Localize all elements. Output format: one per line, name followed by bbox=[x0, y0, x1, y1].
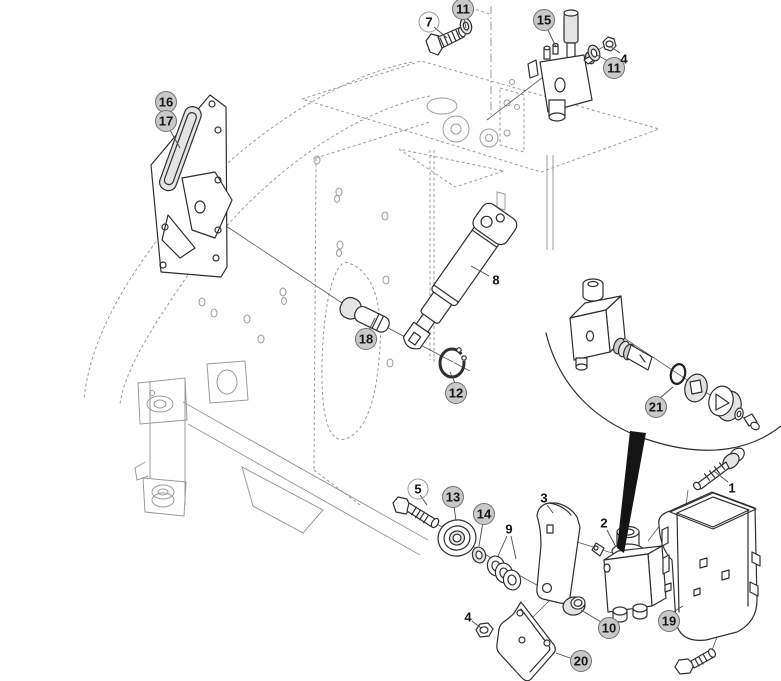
part-bracket-3 bbox=[536, 502, 581, 604]
part-bracket-20 bbox=[496, 601, 556, 681]
part-washer-14 bbox=[471, 546, 487, 564]
callout-11-top[interactable]: 11 bbox=[452, 0, 474, 20]
svg-text:1: 1 bbox=[728, 481, 735, 496]
part-bolt-6 bbox=[674, 648, 717, 675]
svg-text:19: 19 bbox=[662, 614, 676, 629]
callout-8[interactable]: 8 bbox=[487, 271, 505, 289]
detail-circle-arc bbox=[545, 332, 781, 451]
callout-21[interactable]: 21 bbox=[645, 396, 667, 418]
callout-20[interactable]: 20 bbox=[570, 650, 592, 672]
callout-leader-lines bbox=[169, 18, 729, 659]
pointer-arrow bbox=[617, 431, 646, 553]
callout-18[interactable]: 18 bbox=[355, 328, 377, 350]
svg-text:21: 21 bbox=[649, 400, 663, 415]
part-bolt-5 bbox=[392, 496, 440, 529]
callout-7[interactable]: 7 bbox=[418, 11, 440, 33]
frame-holes bbox=[198, 79, 520, 368]
svg-text:13: 13 bbox=[446, 490, 460, 505]
svg-text:12: 12 bbox=[449, 386, 463, 401]
part-washers-9 bbox=[486, 555, 522, 591]
svg-text:3: 3 bbox=[540, 491, 547, 506]
part-bolt-7 bbox=[425, 26, 466, 56]
callout-5[interactable]: 5 bbox=[407, 478, 429, 500]
callout-4-bottom[interactable]: 4 bbox=[459, 608, 477, 626]
callout-17[interactable]: 17 bbox=[155, 110, 177, 132]
callout-balloons: 7 11 15 11 4 16 17 8 18 12 21 5 13 14 9 … bbox=[155, 0, 741, 672]
part-nut-4-top bbox=[602, 36, 617, 52]
svg-text:4: 4 bbox=[620, 52, 628, 67]
callout-1[interactable]: 1 bbox=[723, 479, 741, 497]
svg-text:15: 15 bbox=[537, 13, 551, 28]
callout-16[interactable]: 16 bbox=[155, 91, 177, 113]
callout-10[interactable]: 10 bbox=[598, 617, 620, 639]
callout-19[interactable]: 19 bbox=[658, 610, 680, 632]
svg-text:8: 8 bbox=[492, 273, 499, 288]
part-hydraulic-cylinder-8 bbox=[402, 202, 518, 350]
part-solenoid-valve-2 bbox=[591, 525, 667, 623]
callout-12[interactable]: 12 bbox=[445, 382, 467, 404]
callout-4-top[interactable]: 4 bbox=[615, 50, 633, 68]
part-roller-13 bbox=[437, 519, 477, 557]
part-cover-19 bbox=[658, 491, 761, 641]
part-snap-ring-12 bbox=[438, 344, 480, 379]
part-handle-bracket-16-17 bbox=[150, 94, 233, 278]
svg-text:9: 9 bbox=[505, 522, 512, 537]
part-bolt-1 bbox=[692, 447, 745, 491]
svg-text:4: 4 bbox=[464, 610, 472, 625]
callout-11-right[interactable]: 11 bbox=[603, 57, 625, 79]
part-o-ring-21 bbox=[669, 363, 687, 385]
svg-text:11: 11 bbox=[456, 2, 470, 17]
part-bushing-10 bbox=[562, 596, 586, 616]
svg-text:17: 17 bbox=[159, 114, 173, 129]
part-control-valve-15 bbox=[527, 9, 599, 122]
callout-3[interactable]: 3 bbox=[535, 489, 553, 507]
callout-2[interactable]: 2 bbox=[595, 514, 613, 532]
part-pin-18 bbox=[339, 296, 390, 333]
svg-text:18: 18 bbox=[359, 332, 373, 347]
callout-9[interactable]: 9 bbox=[500, 520, 518, 538]
svg-text:5: 5 bbox=[414, 482, 421, 497]
callout-15[interactable]: 15 bbox=[533, 9, 555, 31]
callout-14[interactable]: 14 bbox=[473, 503, 495, 525]
svg-text:10: 10 bbox=[602, 621, 616, 636]
part-nut-4-bottom bbox=[475, 622, 494, 638]
svg-text:20: 20 bbox=[574, 654, 588, 669]
svg-text:14: 14 bbox=[477, 507, 492, 522]
part-solenoid-detail-21 bbox=[569, 278, 760, 431]
svg-text:16: 16 bbox=[159, 95, 173, 110]
svg-text:7: 7 bbox=[425, 15, 432, 30]
svg-text:11: 11 bbox=[607, 61, 621, 76]
svg-text:2: 2 bbox=[600, 516, 607, 531]
callout-13[interactable]: 13 bbox=[442, 486, 464, 508]
part-washer-11-right bbox=[587, 44, 601, 62]
